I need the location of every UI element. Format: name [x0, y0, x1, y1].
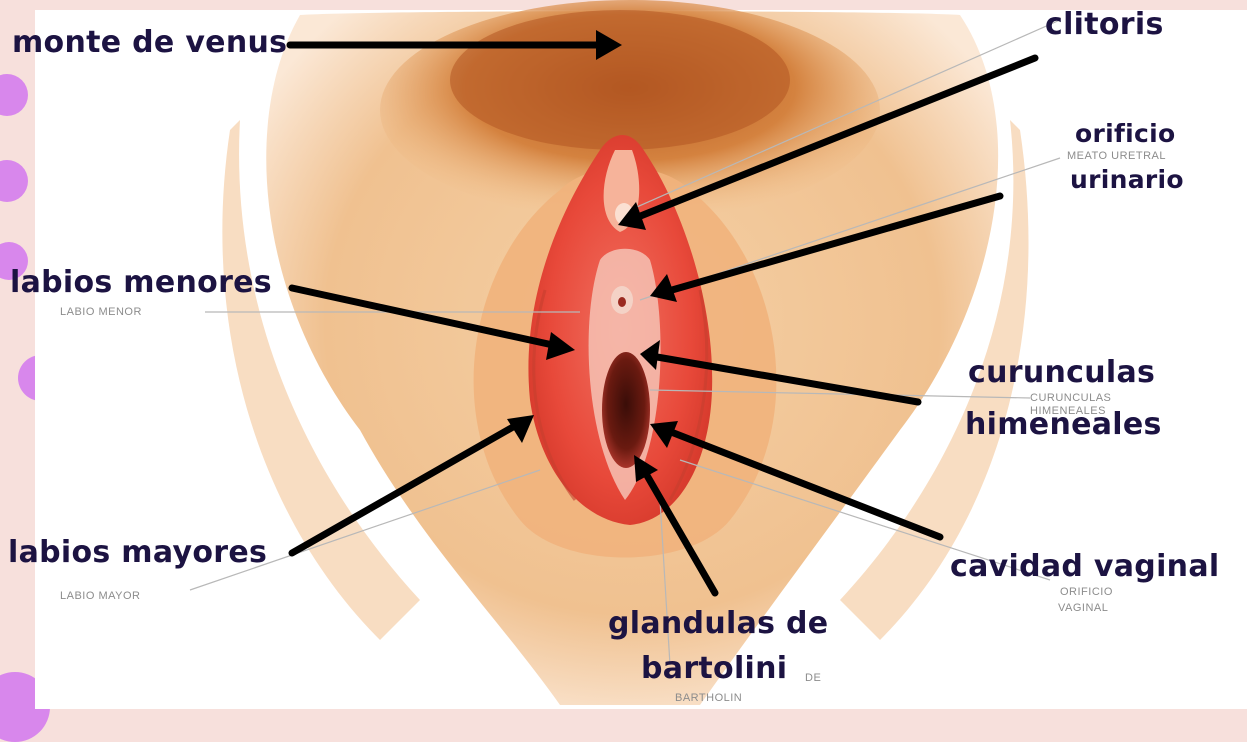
label-orificio-urinario-2: urinario — [1070, 166, 1184, 195]
ref-labio-menor: LABIO MENOR — [60, 306, 142, 318]
ref-labio-mayor: LABIO MAYOR — [60, 590, 140, 602]
label-glandulas-2: bartolini — [641, 652, 787, 687]
ref-glandulas-2: BARTHOLIN — [675, 692, 742, 704]
label-clitoris: clitoris — [1045, 8, 1164, 43]
label-monte-de-venus: monte de venus — [12, 26, 287, 61]
label-curunculas-2: himeneales — [965, 408, 1162, 443]
label-glandulas-1: glandulas de — [608, 607, 828, 642]
label-cavidad-vaginal: cavidad vaginal — [950, 550, 1219, 585]
label-orificio-urinario-1: orificio — [1075, 120, 1175, 149]
label-labios-mayores: labios mayores — [8, 536, 267, 571]
ref-orificio-1: ORIFICIO — [1060, 586, 1113, 598]
anatomy-diagram: MEATO URETRAL LABIO MENOR CURUNCULAS HIM… — [0, 0, 1247, 709]
label-labios-menores: labios menores — [10, 266, 272, 301]
ref-curunculas-1: CURUNCULAS — [1030, 392, 1111, 404]
label-curunculas-1: curunculas — [968, 356, 1155, 391]
ref-glandulas-1: DE — [805, 672, 821, 684]
ref-meato-uretral: MEATO URETRAL — [1067, 150, 1166, 162]
ref-orificio-2: VAGINAL — [1058, 602, 1108, 614]
